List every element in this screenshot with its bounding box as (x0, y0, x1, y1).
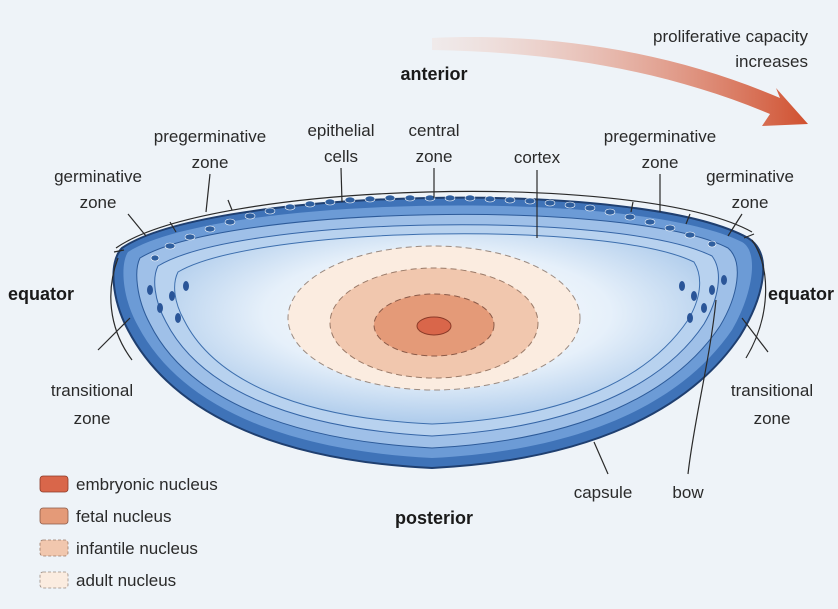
transitional-right-label-2: zone (754, 409, 791, 428)
germinative-left-label-1: germinative (54, 167, 142, 186)
central-zone-label-1: central (408, 121, 459, 140)
epithelial-label-2: cells (324, 147, 358, 166)
germinative-right-label-2: zone (732, 193, 769, 212)
legend-swatch-infantile (40, 540, 68, 556)
bow-label: bow (672, 483, 704, 502)
anterior-label: anterior (400, 64, 467, 84)
legend-swatch-fetal (40, 508, 68, 524)
posterior-label: posterior (395, 508, 473, 528)
transitional-right-label-1: transitional (731, 381, 813, 400)
pregerminative-left-label-1: pregerminative (154, 127, 266, 146)
legend-label-adult: adult nucleus (76, 571, 176, 590)
germinative-right-label-1: germinative (706, 167, 794, 186)
legend-label-infantile: infantile nucleus (76, 539, 198, 558)
epithelial-label-1: epithelial (307, 121, 374, 140)
capsule-label: capsule (574, 483, 633, 502)
germinative-left-label-2: zone (80, 193, 117, 212)
pregerminative-left-label-2: zone (192, 153, 229, 172)
legend: embryonic nucleus fetal nucleus infantil… (40, 475, 218, 590)
central-zone-label-2: zone (416, 147, 453, 166)
pregerminative-right-label-2: zone (642, 153, 679, 172)
proliferative-arrow (432, 37, 808, 126)
transitional-left-label-2: zone (74, 409, 111, 428)
legend-swatch-adult (40, 572, 68, 588)
cortex-label: cortex (514, 148, 561, 167)
equator-right-label: equator (768, 284, 834, 304)
equator-left-label: equator (8, 284, 74, 304)
transitional-left-label-1: transitional (51, 381, 133, 400)
legend-label-embryonic: embryonic nucleus (76, 475, 218, 494)
legend-swatch-embryonic (40, 476, 68, 492)
embryonic-nucleus (417, 317, 451, 335)
proliferative-label-line1: proliferative capacity (653, 27, 808, 46)
proliferative-label-line2: increases (735, 52, 808, 71)
legend-label-fetal: fetal nucleus (76, 507, 171, 526)
pregerminative-right-label-1: pregerminative (604, 127, 716, 146)
